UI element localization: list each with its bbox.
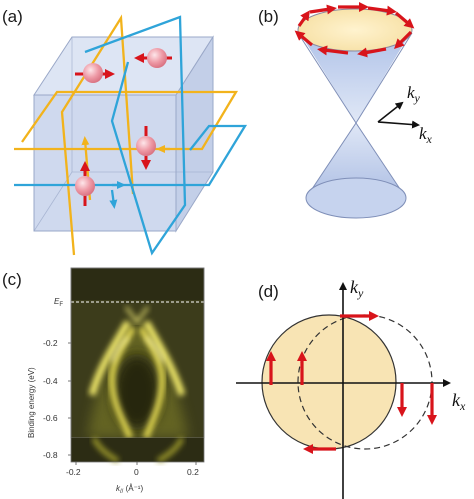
panel-a-label: (a): [2, 7, 23, 26]
xtick-3: 0.2: [187, 467, 199, 477]
xtick-2: 0: [134, 467, 139, 477]
fermi-surface: [261, 314, 397, 450]
spectrum-lower: [71, 438, 204, 462]
electron-4: [75, 161, 95, 206]
panel-c-label: (c): [2, 270, 22, 289]
panel-b-label: (b): [258, 7, 279, 26]
xtick-1: -0.2: [66, 467, 81, 477]
panel-c: (c) EF -0.2: [2, 267, 205, 495]
ky-label-d: ky: [350, 277, 364, 300]
ky-label-b: ky: [407, 83, 421, 105]
spin-arrows-d: [266, 311, 437, 454]
c-yticks: [68, 342, 71, 456]
panel-a: (a): [2, 7, 248, 256]
panel-d-label: (d): [258, 282, 279, 301]
panel-d: (d) ky kx: [236, 277, 466, 499]
panel-b: (b) ky kx: [258, 2, 433, 219]
spin-texture-arrows: [294, 2, 415, 58]
electron-3: [136, 126, 156, 170]
c-xlabel: k// (Å⁻¹): [116, 484, 143, 495]
kx-label-d: kx: [452, 390, 466, 413]
electron-1: [75, 63, 115, 83]
c-ylabel: Binding energy (eV): [27, 367, 36, 438]
ef-label: EF: [54, 297, 63, 308]
blue-edge-channel: [14, 15, 248, 256]
k-axes-b: [377, 101, 420, 129]
dirac-cone: [297, 8, 413, 219]
ytick-2: -0.4: [43, 376, 58, 386]
ytick-4: -0.8: [43, 450, 58, 460]
arpes-spectrum: [71, 268, 204, 438]
ytick-1: -0.2: [43, 338, 58, 348]
c-xticks: [75, 462, 197, 465]
electron-2: [134, 48, 172, 68]
kx-label-b: kx: [419, 124, 433, 146]
ytick-3: -0.6: [43, 413, 58, 423]
